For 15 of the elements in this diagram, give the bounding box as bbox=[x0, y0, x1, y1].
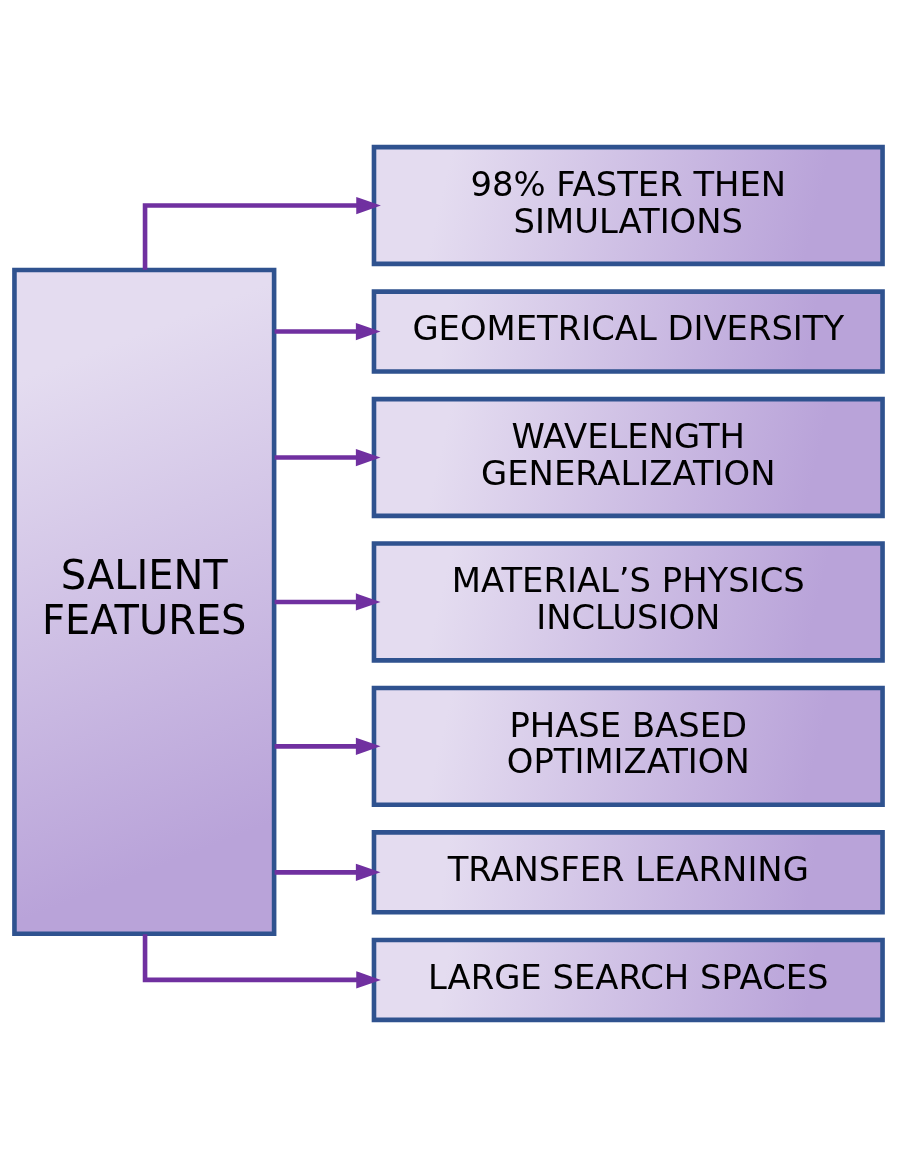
node-box: PHASE BASED OPTIMIZATION bbox=[371, 685, 885, 807]
arrow bbox=[274, 592, 381, 611]
arrow bbox=[142, 196, 381, 270]
node-box: SALIENT FEATURES bbox=[12, 267, 277, 936]
arrow bbox=[274, 322, 381, 340]
node-box: 98% FASTER THEN SIMULATIONS bbox=[371, 144, 885, 266]
node-box: LARGE SEARCH SPACES bbox=[371, 937, 885, 1022]
arrow bbox=[274, 448, 381, 466]
node-box: GEOMETRICAL DIVERSITY bbox=[371, 288, 885, 374]
arrow bbox=[274, 863, 381, 881]
arrow bbox=[142, 933, 381, 989]
arrow bbox=[274, 737, 381, 755]
node-box: MATERIAL’S PHYSICS INCLUSION bbox=[371, 540, 885, 663]
node-box: WAVELENGTH GENERALIZATION bbox=[371, 396, 885, 518]
node-box: TRANSFER LEARNING bbox=[371, 829, 885, 915]
